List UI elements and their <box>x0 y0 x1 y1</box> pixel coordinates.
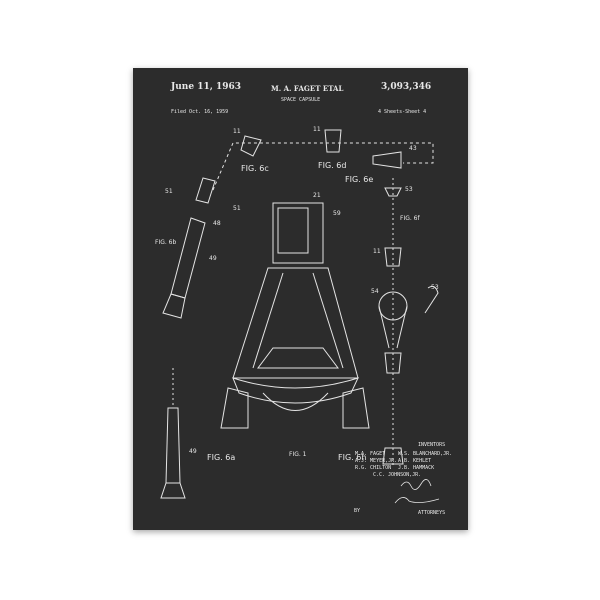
filed-date: Filed Oct. 16, 1959 <box>171 109 229 115</box>
ref-numeral: 54 <box>371 288 379 295</box>
capsule-drawing <box>160 129 439 499</box>
fig-6e-label: FIG. 6e <box>345 175 374 184</box>
ref-numeral: 49 <box>209 255 217 262</box>
inventor-name: W.S. BLANCHARD,JR. <box>398 451 453 457</box>
ref-numeral: 43 <box>409 145 417 152</box>
fig-6h-label: FIG. 6h <box>338 453 367 462</box>
inventor-name: C.C. JOHNSON,JR. <box>373 472 422 478</box>
ref-numeral: 51 <box>233 205 241 212</box>
fig-6a-label: FIG. 6a <box>207 453 236 462</box>
inventor-name: M.A. FAGET <box>355 451 386 457</box>
patent-poster: June 11, 1963 M. A. FAGET ETAL 3,093,346… <box>133 68 468 530</box>
inventor-line: M. A. FAGET ETAL <box>271 84 344 93</box>
ref-numeral: 48 <box>213 220 221 227</box>
inventor-name: J.B. HAMMACK <box>398 465 435 471</box>
patent-number: 3,093,346 <box>381 82 432 92</box>
ref-numeral: 49 <box>189 448 197 455</box>
ref-numeral: 59 <box>333 210 341 217</box>
fig-1-label: FIG. 1 <box>289 451 307 458</box>
ref-numeral: 11 <box>313 126 321 133</box>
by-label: BY <box>354 508 361 514</box>
inventors-heading: INVENTORS <box>418 442 446 448</box>
ref-numeral: 11 <box>233 128 241 135</box>
attorney-signature <box>394 479 440 504</box>
fig-6c-label: FIG. 6c <box>241 164 269 173</box>
fig-6d-label: FIG. 6d <box>318 161 347 170</box>
ref-numeral: 53 <box>405 186 413 193</box>
inventor-name: A.J. MEYER,JR. <box>355 458 398 464</box>
attorneys-label: ATTORNEYS <box>418 510 446 516</box>
inventor-name: A.B. KEHLET <box>398 458 432 464</box>
fig-6f-label: FIG. 6f <box>400 215 420 222</box>
patent-date: June 11, 1963 <box>171 82 242 92</box>
ref-numeral: 53 <box>431 284 439 291</box>
patent-title: SPACE CAPSULE <box>281 97 321 103</box>
inventor-name: R.G. CHILTON <box>355 465 392 471</box>
ref-numeral: 21 <box>313 192 321 199</box>
ref-numeral: 11 <box>373 248 381 255</box>
ref-numeral: 51 <box>165 188 173 195</box>
fig-6b-label: FIG. 6b <box>155 239 177 246</box>
sheet-count: 4 Sheets-Sheet 4 <box>378 109 427 115</box>
